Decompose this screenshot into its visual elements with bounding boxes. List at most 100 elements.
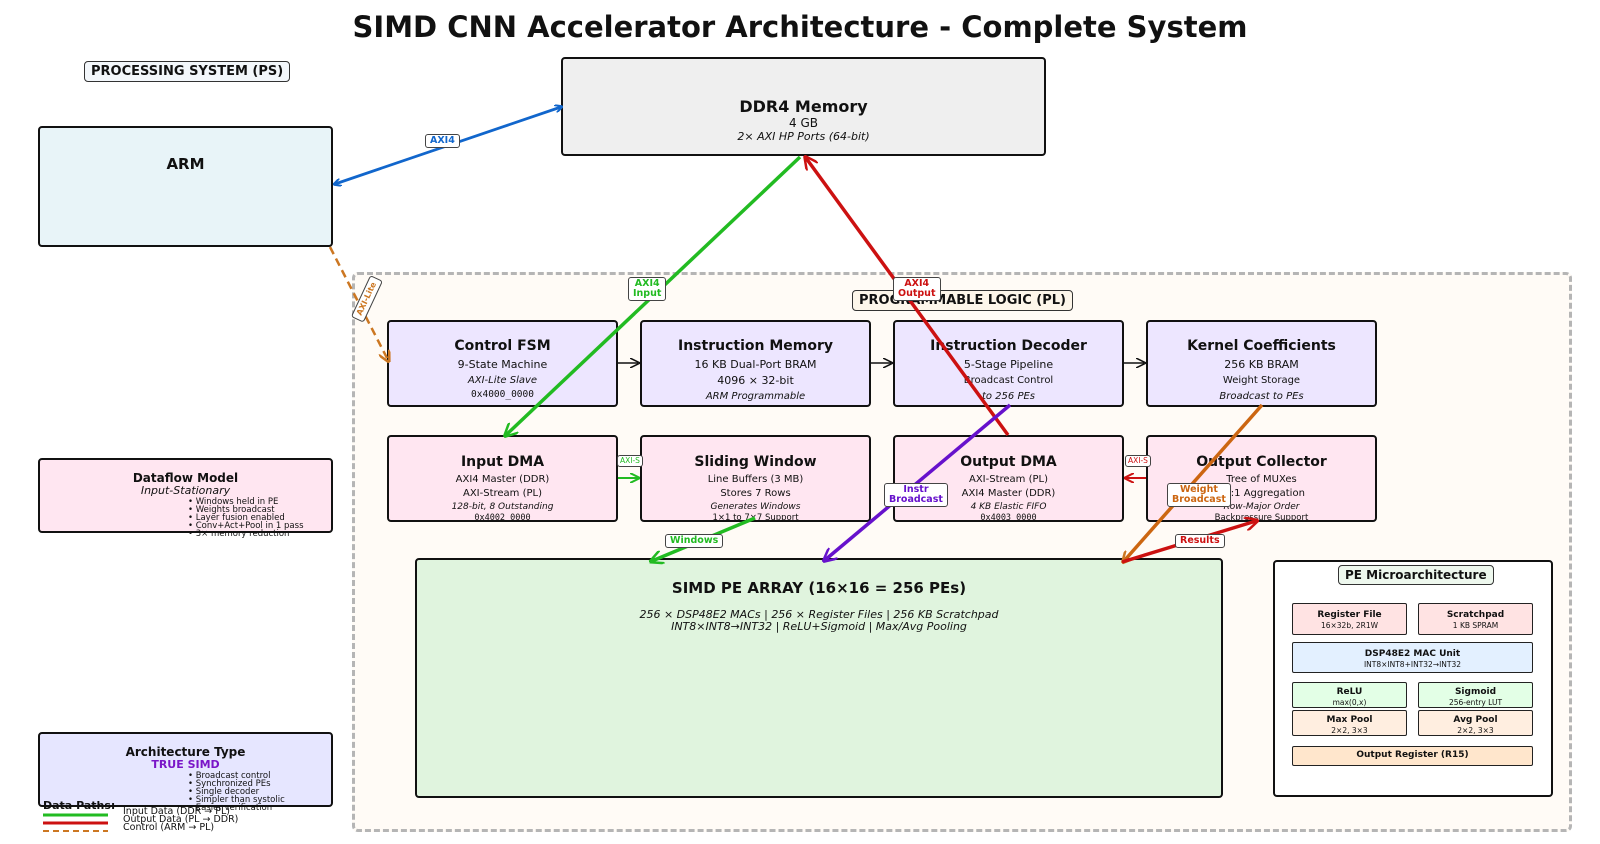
results-label: Results: [1175, 534, 1225, 548]
axi4-output-label: AXI4 Output: [893, 277, 941, 301]
sliding-l3: Generates Windows: [710, 502, 801, 512]
output-dma-l4: 0x4003_0000: [980, 513, 1037, 523]
input-dma-title: Input DMA: [460, 454, 545, 470]
dataflow-bullet: Conv+Act+Pool in 1 pass: [188, 522, 304, 531]
sigmoid-block[interactable]: Sigmoid 256-entry LUT: [1418, 682, 1533, 708]
dataflow-subtitle: Input-Stationary: [140, 484, 231, 497]
kernel-l2: Weight Storage: [1222, 375, 1301, 386]
sliding-window-box[interactable]: Sliding Window Line Buffers (3 MB) Store…: [640, 435, 871, 523]
input-dma-l2: AXI-Stream (PL): [462, 488, 542, 499]
control-fsm-title: Control FSM: [454, 338, 551, 354]
sliding-l2: Stores 7 Rows: [720, 488, 791, 499]
ddr-title: DDR4 Memory: [739, 97, 868, 116]
collector-l1: Tree of MUXes: [1226, 474, 1297, 485]
instr-mem-l1: 16 KB Dual-Port BRAM: [694, 358, 817, 371]
weight-broadcast-label: Weight Broadcast: [1167, 483, 1231, 507]
arch-subtitle: TRUE SIMD: [151, 758, 220, 771]
pe-micro-title: PE Microarchitecture: [1338, 565, 1494, 585]
control-fsm-l2: AXI-Lite Slave: [467, 375, 538, 386]
scratchpad-block[interactable]: Scratchpad 1 KB SPRAM: [1418, 603, 1533, 635]
pe-array-line1: 256 × DSP48E2 MACs | 256 × Register File…: [639, 608, 999, 621]
instr-label-l1: Instr: [903, 484, 929, 495]
instr-mem-title: Instruction Memory: [678, 338, 833, 354]
instr-broadcast-arrow: [825, 403, 1012, 560]
register-file-block[interactable]: Register File 16×32b, 2R1W: [1292, 603, 1407, 635]
avgpool-name: Avg Pool: [1453, 715, 1498, 725]
dataflow-bullets: Windows held in PE Weights broadcast Lay…: [188, 498, 304, 539]
simd-pe-array-box[interactable]: SIMD PE ARRAY (16×16 = 256 PEs) 256 × DS…: [415, 558, 1223, 798]
kernel-coefficients-box[interactable]: Kernel Coefficients 256 KB BRAM Weight S…: [1146, 320, 1377, 407]
avgpool-sub: 2×2, 3×3: [1457, 726, 1494, 735]
mac-name: DSP48E2 MAC Unit: [1364, 649, 1461, 659]
instr-broadcast-label: Instr Broadcast: [884, 483, 948, 507]
arch-bullet: Easier verification: [188, 804, 285, 813]
instr-dec-title: Instruction Decoder: [930, 338, 1087, 354]
kernel-title: Kernel Coefficients: [1187, 338, 1336, 354]
axi4-input-label-l1: AXI4: [634, 278, 660, 289]
instruction-memory-box[interactable]: Instruction Memory 16 KB Dual-Port BRAM …: [640, 320, 871, 407]
legend-control: Control (ARM → PL): [123, 822, 215, 833]
dataflow-title: Dataflow Model: [132, 471, 239, 485]
avg-pool-block[interactable]: Avg Pool 2×2, 3×3: [1418, 710, 1533, 736]
instr-dec-l1: 5-Stage Pipeline: [963, 358, 1054, 371]
axi-lite-control-arrow: [328, 246, 388, 360]
dataflow-bullet: 3× memory reduction: [188, 530, 304, 539]
output-dma-box[interactable]: Output DMA AXI-Stream (PL) AXI4 Master (…: [893, 435, 1124, 523]
output-register-block[interactable]: Output Register (R15): [1292, 746, 1533, 766]
relu-name: ReLU: [1336, 687, 1363, 697]
instr-mem-l2: 4096 × 32-bit: [717, 374, 794, 387]
regfile-name: Register File: [1317, 610, 1382, 620]
legend-items: Input Data (DDR → PL) Output Data (PL → …: [123, 806, 238, 833]
dataflow-model-box: Dataflow Model Input-Stationary Windows …: [38, 458, 333, 538]
outreg-name: Output Register (R15): [1356, 750, 1469, 760]
scratch-name: Scratchpad: [1446, 610, 1505, 620]
architecture-type-box: Architecture Type TRUE SIMD Broadcast co…: [38, 732, 333, 812]
arch-bullet: Synchronized PEs: [188, 780, 285, 789]
mac-unit-block[interactable]: DSP48E2 MAC Unit INT8×INT8+INT32→INT32: [1292, 642, 1533, 673]
instruction-decoder-box[interactable]: Instruction Decoder 5-Stage Pipeline Bro…: [893, 320, 1124, 407]
relu-block[interactable]: ReLU max(0,x): [1292, 682, 1407, 708]
input-dma-l1: AXI4 Master (DDR): [455, 474, 550, 485]
control-fsm-l3: 0x4000_0000: [471, 389, 534, 400]
arch-title: Architecture Type: [125, 745, 246, 759]
collector-l2: 16:1 Aggregation: [1218, 488, 1305, 499]
output-dma-l1: AXI-Stream (PL): [968, 474, 1048, 485]
input-dma-box[interactable]: Input DMA AXI4 Master (DDR) AXI-Stream (…: [387, 435, 618, 523]
axi4-label: AXI4: [425, 134, 460, 148]
kernel-l3: Broadcast to PEs: [1219, 391, 1304, 402]
ddr-ports: 2× AXI HP Ports (64-bit): [737, 130, 870, 143]
mac-sub: INT8×INT8+INT32→INT32: [1363, 660, 1462, 669]
sliding-title: Sliding Window: [694, 454, 817, 470]
max-pool-block[interactable]: Max Pool 2×2, 3×3: [1292, 710, 1407, 736]
input-dma-l4: 0x4002_0000: [474, 513, 531, 523]
axi4-input-label: AXI4 Input: [628, 277, 667, 301]
sigmoid-sub: 256-entry LUT: [1448, 698, 1503, 707]
arm-processor-box[interactable]: ARM: [38, 126, 333, 247]
dataflow-bullet: Layer fusion enabled: [188, 514, 304, 523]
weight-label-l1: Weight: [1179, 484, 1218, 495]
output-collector-box[interactable]: Output Collector Tree of MUXes 16:1 Aggr…: [1146, 435, 1377, 523]
output-dma-title: Output DMA: [960, 454, 1057, 470]
dataflow-bullet: Weights broadcast: [188, 506, 304, 515]
pe-array-title: SIMD PE ARRAY (16×16 = 256 PEs): [671, 579, 967, 597]
axis-output-label: AXI-S: [1125, 455, 1151, 467]
legend-input: Input Data (DDR → PL): [123, 806, 230, 817]
output-dma-l2: AXI4 Master (DDR): [961, 488, 1056, 499]
sigmoid-name: Sigmoid: [1454, 687, 1497, 697]
arm-title: ARM: [166, 155, 205, 173]
relu-sub: max(0,x): [1332, 698, 1367, 707]
collector-l3: Row-Major Order: [1223, 502, 1300, 512]
control-fsm-l1: 9-State Machine: [457, 358, 548, 371]
kernel-l1: 256 KB BRAM: [1224, 358, 1299, 371]
legend-title: Data Paths:: [43, 799, 116, 812]
page-title: SIMD CNN Accelerator Architecture - Comp…: [352, 10, 1248, 44]
output-dma-l3: 4 KB Elastic FIFO: [970, 502, 1047, 512]
instr-label-l2: Broadcast: [889, 494, 943, 505]
instr-mem-l3: ARM Programmable: [705, 391, 806, 402]
regfile-sub: 16×32b, 2R1W: [1320, 621, 1379, 630]
collector-title: Output Collector: [1196, 454, 1327, 470]
scratch-sub: 1 KB SPRAM: [1452, 621, 1499, 630]
maxpool-name: Max Pool: [1326, 715, 1373, 725]
arch-bullet: Single decoder: [188, 788, 285, 797]
